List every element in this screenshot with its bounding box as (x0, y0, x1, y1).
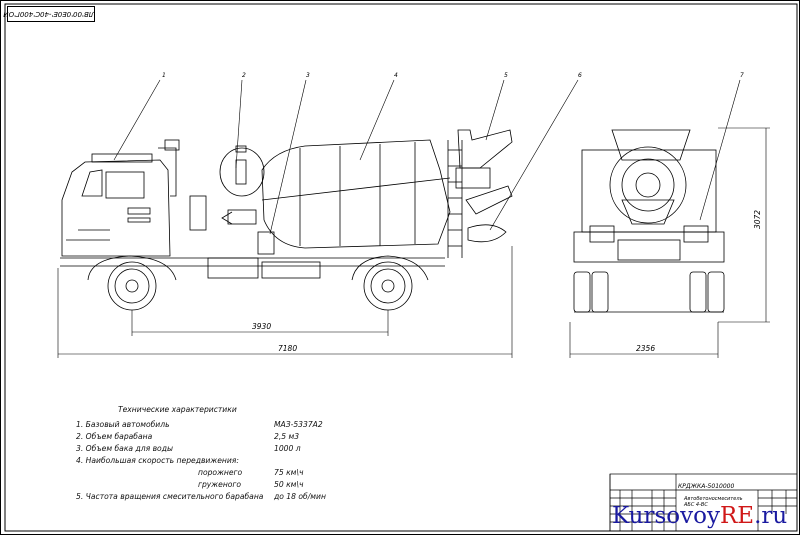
watermark-suffix: .ru (754, 503, 788, 529)
spec-value: 50 км\ч (274, 480, 304, 489)
callout-4: 4 (394, 72, 398, 79)
watermark-accent: RE (719, 503, 755, 529)
callout-5: 5 (504, 72, 508, 79)
dimension-height: 3072 (753, 209, 763, 230)
spec-label: груженого (198, 480, 242, 489)
spec-value: МАЗ-5337А2 (274, 420, 323, 429)
spec-label: 4. Наибольшая скорость передвижения: (76, 456, 239, 465)
dimension-track-width: 2356 (636, 344, 656, 353)
rear-view (573, 129, 725, 313)
spec-value: 75 км\ч (274, 468, 304, 477)
title-block-designation: КРДЖКА-5010000 (678, 483, 735, 490)
spec-label: порожнего (198, 468, 243, 477)
dimension-overall-length: 7180 (278, 344, 298, 353)
watermark-main: Kursovoy (612, 503, 720, 529)
callout-2: 2 (242, 72, 246, 79)
inner-frame (4, 3, 798, 532)
spec-label: 5. Частота вращения смесительного бараба… (76, 492, 264, 501)
title-block (609, 473, 798, 532)
spec-label: 3. Объем бака для воды (76, 444, 173, 453)
spec-label: 1. Базовый автомобиль (76, 420, 170, 429)
callout-3: 3 (306, 72, 310, 79)
callout-7: 7 (740, 72, 744, 79)
spec-label: 2. Объем барабана (76, 432, 153, 441)
document-code-stamp: ЛВ'00'0Е0Е'-40С'400Г'ОИ (3, 6, 95, 22)
side-view (60, 129, 513, 311)
spec-value: 1000 л (274, 444, 301, 453)
dimension-lines (57, 127, 770, 358)
callout-6: 6 (578, 72, 582, 79)
spec-value: 2,5 м3 (274, 432, 300, 441)
spec-value: до 18 об/мин (274, 492, 326, 501)
title-block-name: Автобетоносмеситель АБС 4-ВС (684, 496, 743, 508)
callout-leaders (113, 79, 741, 235)
specs-heading: Технические характеристики (118, 405, 237, 414)
dimension-wheelbase: 3930 (252, 322, 272, 331)
callout-1: 1 (162, 72, 166, 79)
watermark: KursovoyRE.ru (612, 503, 787, 529)
